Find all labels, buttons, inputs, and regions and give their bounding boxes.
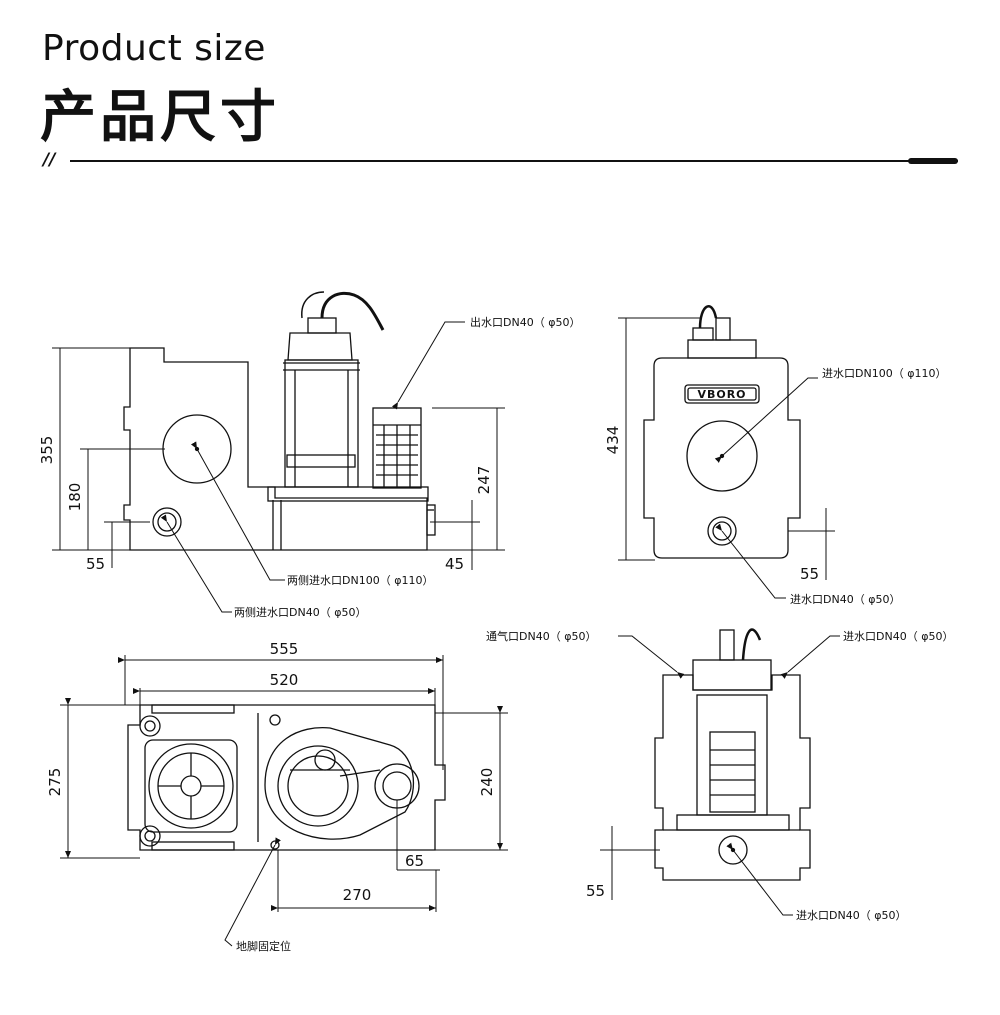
rear-pump-top bbox=[692, 659, 772, 691]
page-title: 产品尺寸 bbox=[40, 85, 280, 150]
front-inlet-small bbox=[152, 507, 182, 537]
front-pump-base bbox=[267, 486, 429, 502]
top-dimensions bbox=[60, 655, 508, 947]
side-dimensions bbox=[618, 317, 835, 599]
top-view bbox=[127, 704, 446, 851]
side-brand-plate bbox=[684, 384, 760, 404]
front-view bbox=[123, 291, 436, 551]
top-dim-span: 270 bbox=[343, 886, 372, 904]
side-view bbox=[643, 305, 801, 559]
top-pump-plate bbox=[264, 726, 415, 840]
front-tank-body bbox=[123, 347, 428, 551]
rear-view bbox=[654, 628, 811, 881]
top-dim-body-length: 520 bbox=[270, 671, 299, 689]
front-motor bbox=[284, 359, 359, 488]
front-dim-inlet-height: 180 bbox=[66, 483, 84, 512]
front-dim-small-inlet-height: 55 bbox=[86, 555, 105, 573]
side-tank-body bbox=[643, 357, 801, 559]
side-dim-total-height: 434 bbox=[604, 426, 622, 455]
front-dim-base-offset: 45 bbox=[445, 555, 464, 573]
front-dimensions bbox=[52, 321, 505, 613]
rear-label-inlet-top: 进水口DN40（ φ50） bbox=[843, 630, 953, 643]
front-label-side-inlet-large: 两侧进水口DN100（ φ110） bbox=[287, 574, 433, 587]
front-pump-head bbox=[287, 332, 353, 361]
rear-pump-body bbox=[696, 694, 768, 816]
top-inlet-housing bbox=[144, 739, 238, 833]
side-label-inlet-small: 进水口DN40（ φ50） bbox=[790, 593, 900, 606]
header-divider bbox=[70, 160, 958, 162]
front-label-side-inlet-small: 两侧进水口DN40（ φ50） bbox=[234, 606, 366, 619]
side-inlet-small bbox=[707, 516, 737, 546]
top-dim-offset: 65 bbox=[405, 852, 424, 870]
header-slash: // bbox=[43, 150, 56, 170]
top-dim-width: 275 bbox=[46, 768, 64, 797]
page-subtitle-en: Product size bbox=[42, 28, 266, 69]
rear-label-vent: 通气口DN40（ φ50） bbox=[486, 629, 596, 643]
rear-dimensions bbox=[600, 635, 840, 916]
brand-logo: VBORO bbox=[697, 388, 746, 401]
header-divider-accent bbox=[908, 158, 958, 164]
rear-inlet-small bbox=[718, 835, 748, 865]
side-pump-top bbox=[687, 339, 757, 359]
rear-tank-body bbox=[654, 674, 811, 881]
top-label-foot: 地脚固定位 bbox=[236, 939, 291, 953]
front-cable bbox=[320, 291, 385, 331]
rear-dim-small-inlet-height: 55 bbox=[586, 882, 605, 900]
top-dim-total-length: 555 bbox=[270, 640, 299, 658]
rear-label-inlet-bottom: 进水口DN40（ φ50） bbox=[796, 909, 906, 922]
side-inlet-large bbox=[686, 420, 758, 492]
front-dim-outlet-height: 247 bbox=[475, 466, 493, 495]
side-dim-small-inlet-height: 55 bbox=[800, 565, 819, 583]
top-motor bbox=[277, 745, 359, 827]
front-label-outlet: 出水口DN40（ φ50） bbox=[470, 315, 580, 329]
top-dim-body-width: 240 bbox=[478, 768, 496, 797]
front-dim-total-height: 355 bbox=[38, 436, 56, 465]
side-label-inlet-large: 进水口DN100（ φ110） bbox=[822, 367, 946, 380]
